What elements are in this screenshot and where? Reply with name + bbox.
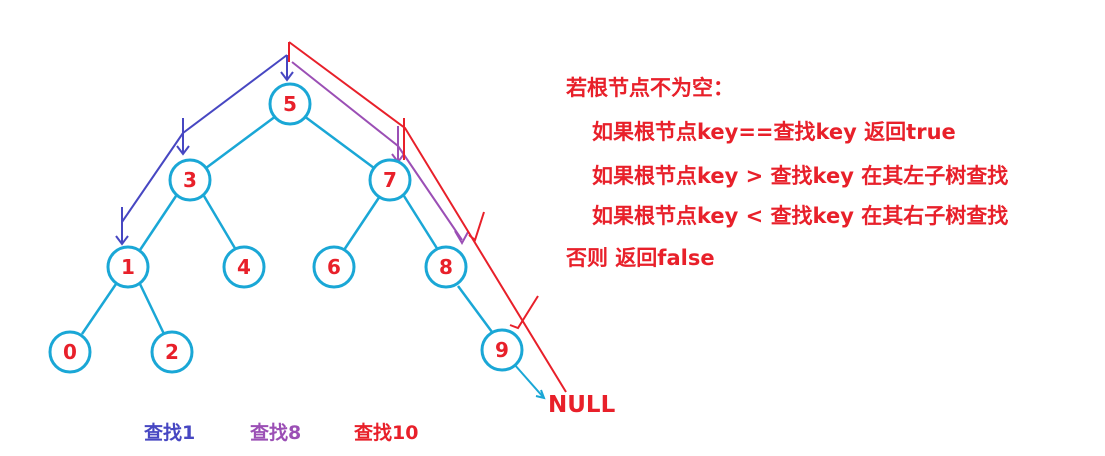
- edge-8-9: [456, 285, 494, 333]
- null-label: NULL: [548, 392, 616, 418]
- search-10-hook-c: [509, 295, 539, 330]
- rule-line-4: 如果根节点key < 查找key 在其右子树查找: [592, 204, 1009, 228]
- search-1-arrowhead-a: [280, 71, 294, 82]
- edge-7-8: [402, 195, 440, 251]
- edge-5-3: [205, 114, 277, 170]
- node-6: 6: [312, 245, 356, 289]
- node-5: 5: [268, 82, 312, 126]
- node-4: 4: [222, 245, 266, 289]
- node-8: 8: [424, 245, 468, 289]
- search-1-arrowhead-c: [115, 235, 129, 246]
- rule-line-2: 如果根节点key==查找key 返回true: [592, 120, 956, 144]
- search-8-line: [291, 61, 463, 241]
- search-8-arrowhead-b: [454, 230, 469, 246]
- search-10-hook-b: [468, 211, 485, 242]
- rule-line-3: 如果根节点key > 查找key 在其左子树查找: [592, 164, 1009, 188]
- node-7-label: 7: [383, 168, 397, 192]
- search-1-line: [182, 54, 288, 134]
- node-3: 3: [168, 158, 212, 202]
- tree-nodes: 5 3 7 1 4 6 8 0 2 9: [48, 82, 524, 374]
- search-1-arrowhead-b: [176, 145, 190, 156]
- legend-search-10: 查找10: [354, 422, 419, 444]
- node-1-label: 1: [121, 255, 135, 279]
- node-3-label: 3: [183, 168, 197, 192]
- edge-3-4: [202, 195, 238, 251]
- node-1: 1: [106, 245, 150, 289]
- search-10-line: [288, 41, 567, 393]
- legend-search-1: 查找1: [144, 422, 196, 444]
- null-branch: [513, 363, 545, 399]
- edge-5-7: [303, 114, 375, 170]
- search-path-10: [288, 41, 567, 393]
- node-7: 7: [368, 158, 412, 202]
- search-1-line-b: [121, 132, 184, 223]
- edge-1-2: [138, 283, 166, 335]
- node-5-label: 5: [283, 92, 297, 116]
- node-2-label: 2: [165, 340, 179, 364]
- node-2: 2: [150, 330, 194, 374]
- edge-3-1: [138, 195, 178, 251]
- rules-panel: 若根节点不为空： 如果根节点key==查找key 返回true 如果根节点key…: [566, 72, 1101, 272]
- node-9: 9: [480, 328, 524, 372]
- null-arrowhead: [535, 389, 546, 400]
- tree-edges: [80, 114, 494, 335]
- search-path-1: [115, 54, 294, 246]
- node-0: 0: [48, 330, 92, 374]
- edge-1-0: [80, 283, 118, 335]
- node-4-label: 4: [237, 255, 251, 279]
- rule-line-1: 若根节点不为空：: [566, 76, 734, 100]
- node-9-label: 9: [495, 338, 509, 362]
- node-8-label: 8: [439, 255, 453, 279]
- node-6-label: 6: [327, 255, 341, 279]
- legend-search-8: 查找8: [250, 422, 302, 444]
- search-path-8: [291, 61, 469, 246]
- rule-line-5: 否则 返回false: [566, 246, 715, 270]
- node-0-label: 0: [63, 340, 77, 364]
- edge-7-6: [342, 195, 382, 251]
